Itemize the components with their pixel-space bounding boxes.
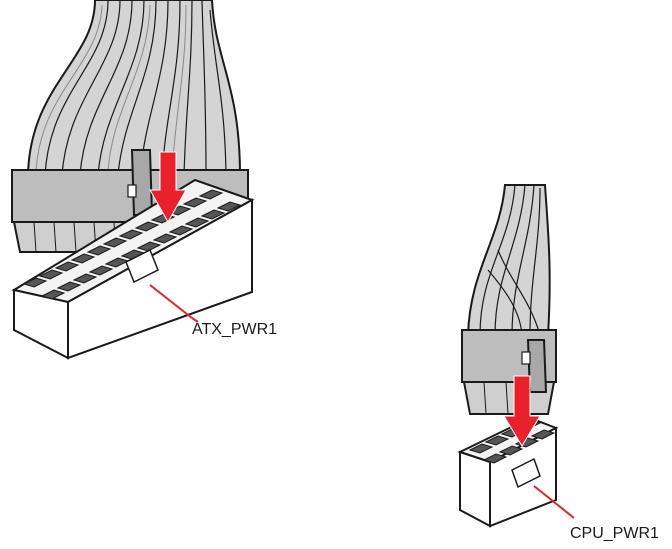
atx-header-tab — [125, 248, 159, 284]
atx-latch — [130, 149, 154, 216]
cpu-insertion-arrow — [503, 375, 541, 447]
atx-header — [11, 178, 255, 360]
cpu-header — [457, 416, 559, 528]
cpu-header-tab — [511, 457, 541, 489]
atx-pwr1-label: ATX_PWR1 — [192, 321, 277, 338]
cpu-pwr1-label: CPU_PWR1 — [570, 525, 659, 542]
atx-pin-sockets — [22, 189, 242, 300]
atx-cable-bundle — [26, 0, 242, 176]
cpu-connector-assembly: CPU_PWR1 — [457, 184, 659, 542]
cpu-latch — [526, 339, 548, 393]
atx-insertion-arrow — [149, 151, 187, 224]
atx-leader-line — [149, 284, 193, 319]
cpu-plug — [461, 329, 557, 415]
cpu-cable-bundle — [466, 184, 551, 336]
atx-connector-assembly: ATX_PWR1 — [11, 0, 277, 360]
cpu-leader-line — [533, 485, 575, 519]
